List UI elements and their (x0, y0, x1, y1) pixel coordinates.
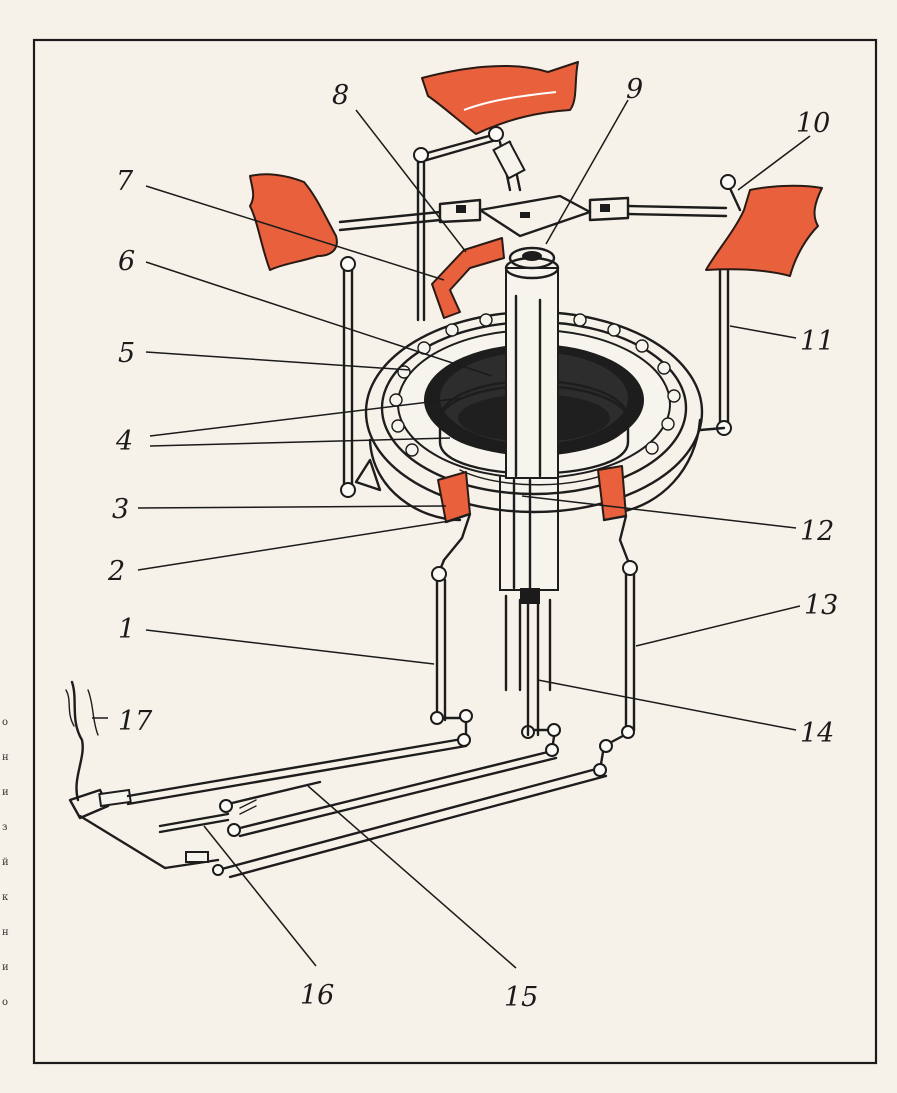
callout-14: 14 (800, 718, 834, 749)
upper-shaft (504, 246, 560, 479)
margin-char: н (2, 752, 9, 763)
margin-char: о (2, 997, 8, 1008)
callout-8: 8 (332, 80, 349, 111)
callout-labels: 1 2 3 4 5 6 7 8 9 10 11 12 13 14 15 16 1… (107, 74, 838, 1013)
margin-char: й (2, 857, 9, 868)
blade-right (705, 184, 823, 277)
blade-top (421, 61, 579, 135)
callout-3: 3 (112, 494, 129, 525)
callout-15: 15 (504, 982, 538, 1013)
margin-char: н (2, 927, 9, 938)
leader-lines (92, 99, 811, 969)
margin-char: з (2, 822, 7, 833)
rotor-head (249, 61, 823, 498)
figure-frame (32, 38, 878, 1065)
callout-1: 1 (118, 614, 135, 645)
control-linkage (65, 570, 636, 879)
margin-char: и (2, 787, 9, 798)
margin-char: и (2, 962, 9, 973)
callout-16: 16 (300, 980, 334, 1011)
blade-left (249, 173, 338, 271)
lower-shaft (499, 469, 559, 737)
callout-12: 12 (800, 516, 834, 547)
callout-5: 5 (118, 338, 135, 369)
callout-4: 4 (115, 426, 133, 457)
cropped-margin-text: о н и з й к н и о (2, 717, 9, 1008)
bearing-balls (389, 313, 681, 457)
callout-6: 6 (118, 246, 135, 277)
callout-2: 2 (107, 556, 125, 587)
callout-11: 11 (800, 326, 834, 357)
callout-13: 13 (804, 590, 838, 621)
red-brackets (431, 465, 638, 582)
margin-char: о (2, 717, 8, 728)
callout-9: 9 (626, 74, 643, 105)
margin-char: к (2, 892, 9, 903)
callout-7: 7 (116, 166, 134, 197)
callout-17: 17 (118, 706, 153, 737)
callout-10: 10 (796, 108, 830, 139)
